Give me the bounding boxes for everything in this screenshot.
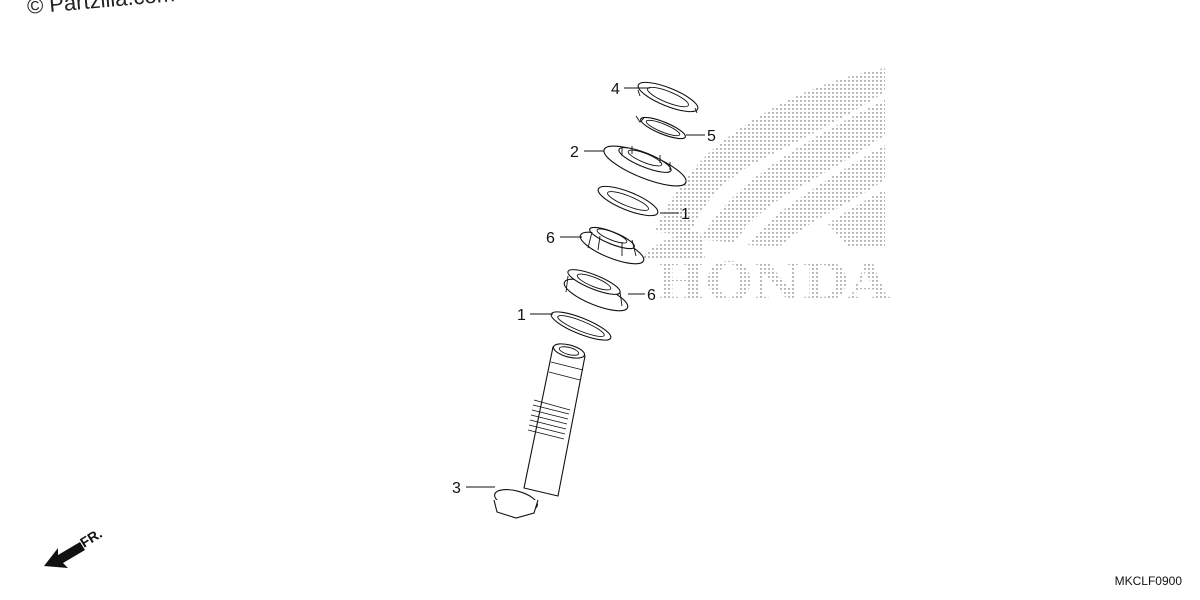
part-1-dust-seal-lower — [550, 311, 612, 341]
part-6-bearing-upper — [579, 226, 645, 265]
callout-6-upper: 6 — [546, 230, 555, 247]
callout-4: 4 — [611, 81, 620, 98]
diagram-code: MKCLF0900 — [1114, 574, 1182, 588]
callout-1-upper: 1 — [681, 206, 690, 223]
honda-text: HONDA — [655, 252, 891, 313]
part-1-dust-seal-upper — [597, 185, 659, 217]
honda-wing-logo — [640, 68, 885, 258]
honda-lettering: HONDA — [655, 252, 891, 313]
callout-6-lower: 6 — [647, 287, 656, 304]
callouts: 4 5 2 1 6 6 1 3 — [452, 81, 716, 497]
callout-5: 5 — [707, 128, 716, 145]
callout-3: 3 — [452, 480, 461, 497]
part-5-lock-washer — [635, 115, 686, 140]
part-6-bearing-lower — [563, 269, 629, 312]
callout-1-lower: 1 — [517, 307, 526, 324]
part-3-steering-stem — [493, 343, 586, 519]
part-4-lock-nut — [637, 81, 699, 114]
front-direction-arrow: FR. — [44, 525, 105, 568]
callout-2: 2 — [570, 144, 579, 161]
part-2-adjust-nut — [603, 145, 687, 187]
